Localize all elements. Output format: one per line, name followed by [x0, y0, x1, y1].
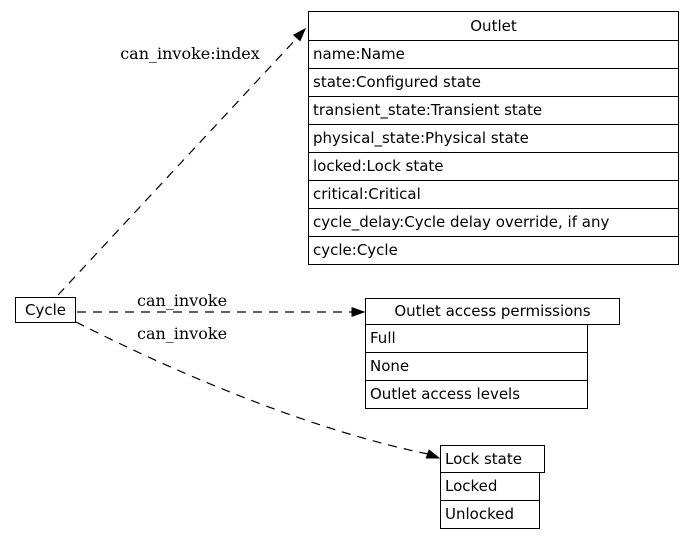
edge-label-can-invoke-lock: can_invoke: [137, 324, 228, 343]
node-outlet: Outlet name:Name state:Configured state …: [308, 11, 679, 265]
arrowhead-icon: [425, 449, 441, 459]
edge-label-can-invoke-index: can_invoke:index: [120, 44, 260, 63]
node-outlet-title: Outlet: [308, 11, 679, 41]
attribute-row: locked:Lock state: [308, 152, 679, 181]
node-outlet-access-permissions: Outlet access permissions Full None Outl…: [365, 298, 620, 409]
node-cycle: Cycle: [15, 297, 76, 323]
node-outlet-access-permissions-title: Outlet access permissions: [365, 298, 620, 325]
node-cycle-title: Cycle: [15, 297, 76, 323]
attribute-row: physical_state:Physical state: [308, 124, 679, 153]
attribute-row: Locked: [440, 472, 540, 501]
attribute-row: transient_state:Transient state: [308, 96, 679, 125]
attribute-row: name:Name: [308, 40, 679, 69]
node-lock-state-title: Lock state: [440, 445, 545, 473]
arrowhead-icon: [292, 27, 307, 42]
attribute-row: Outlet access levels: [365, 380, 588, 409]
arrowhead-icon: [351, 306, 366, 318]
edge-line-can-invoke-index: [57, 37, 298, 296]
attribute-row: cycle:Cycle: [308, 236, 679, 265]
attribute-row: Unlocked: [440, 500, 540, 529]
attribute-row: None: [365, 352, 588, 381]
attribute-row: critical:Critical: [308, 180, 679, 209]
edge-label-can-invoke-permissions: can_invoke: [137, 291, 228, 310]
attribute-row: Full: [365, 324, 588, 353]
node-lock-state: Lock state Locked Unlocked: [440, 445, 545, 529]
attribute-row: state:Configured state: [308, 68, 679, 97]
edge-line-can-invoke-lock: [75, 321, 429, 455]
attribute-row: cycle_delay:Cycle delay override, if any: [308, 208, 679, 237]
